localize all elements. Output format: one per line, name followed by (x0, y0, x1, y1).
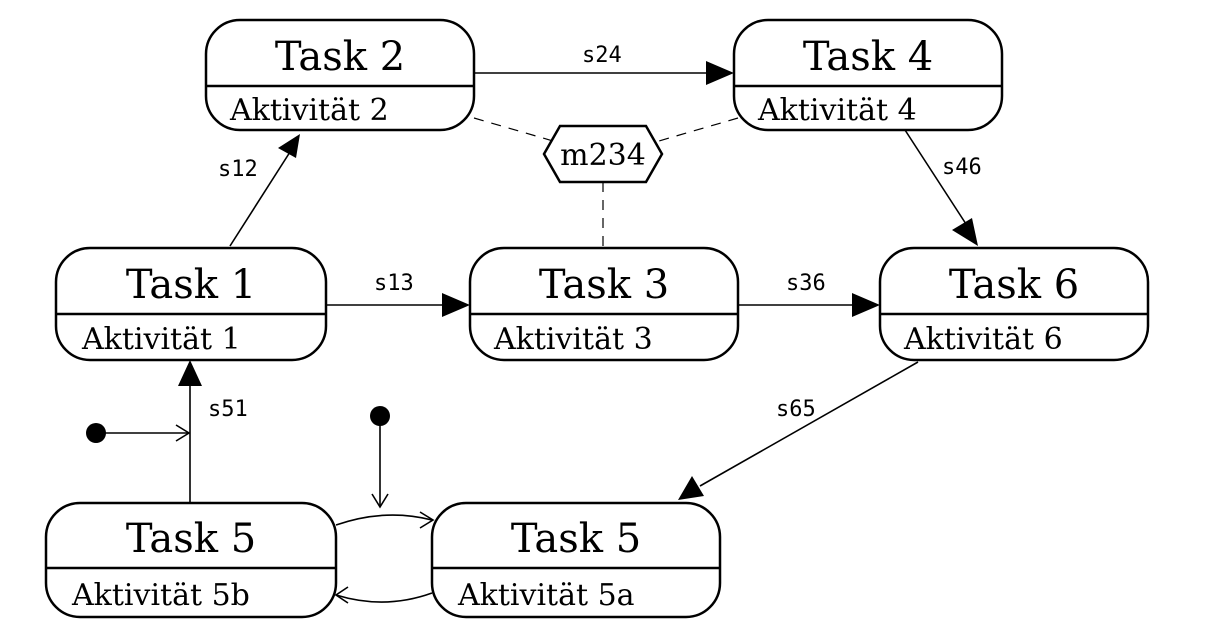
task-title: Task 3 (539, 262, 669, 308)
edge-label-s36: s36 (786, 271, 826, 296)
transition-s36 (738, 293, 880, 317)
initial-transition-left (96, 424, 191, 442)
task-title: Task 2 (275, 34, 405, 80)
task-node-task6[interactable]: Task 6 Aktivität 6 (878, 246, 1150, 362)
task-activity: Aktivität 5b (71, 578, 250, 613)
task-node-task2[interactable]: Task 2 Aktivität 2 (204, 18, 476, 132)
edge-label-s13: s13 (374, 271, 414, 296)
task-node-task1[interactable]: Task 1 Aktivität 1 (54, 246, 328, 362)
initial-state-icon (86, 423, 106, 443)
edge-label-s51: s51 (208, 397, 248, 422)
task-title: Task 6 (949, 262, 1079, 308)
hexagon-icon (542, 124, 664, 184)
task-node-task4[interactable]: Task 4 Aktivität 4 (732, 18, 1004, 132)
task-node-task5b[interactable]: Task 5 Aktivität 5b (44, 501, 338, 619)
task-title: Task 4 (803, 34, 933, 80)
transition-s12 (229, 134, 300, 247)
milestone-label: m234 (560, 138, 646, 173)
task-title: Task 1 (126, 262, 256, 308)
initial-state-icon (370, 406, 390, 426)
task-activity: Aktivität 1 (81, 322, 241, 357)
task-activity: Aktivität 5a (457, 578, 635, 613)
edge-label-s46: s46 (942, 155, 982, 180)
task-title: Task 5 (511, 516, 641, 562)
transition-s46 (904, 129, 978, 246)
edge-label-s24: s24 (582, 43, 622, 68)
task-activity: Aktivität 2 (229, 93, 389, 128)
task-activity: Aktivität 4 (757, 93, 917, 128)
transition-s51 (178, 360, 202, 503)
task-activity: Aktivität 6 (903, 322, 1063, 357)
milestone-m234[interactable]: m234 (542, 124, 664, 184)
milestone-associations (473, 117, 739, 246)
transition-5a-to-5b (334, 586, 433, 604)
transition-s24 (474, 61, 734, 85)
task-node-task3[interactable]: Task 3 Aktivität 3 (468, 246, 740, 362)
transition-5b-to-5a (335, 511, 435, 529)
edge-label-s12: s12 (218, 157, 258, 182)
transition-s13 (326, 293, 470, 317)
task-node-task5a[interactable]: Task 5 Aktivität 5a (430, 501, 722, 619)
edge-label-s65: s65 (776, 397, 816, 422)
initial-transition-top (371, 417, 389, 509)
task-activity: Aktivität 3 (493, 322, 653, 357)
task-title: Task 5 (126, 516, 256, 562)
transition-s65 (678, 361, 919, 500)
